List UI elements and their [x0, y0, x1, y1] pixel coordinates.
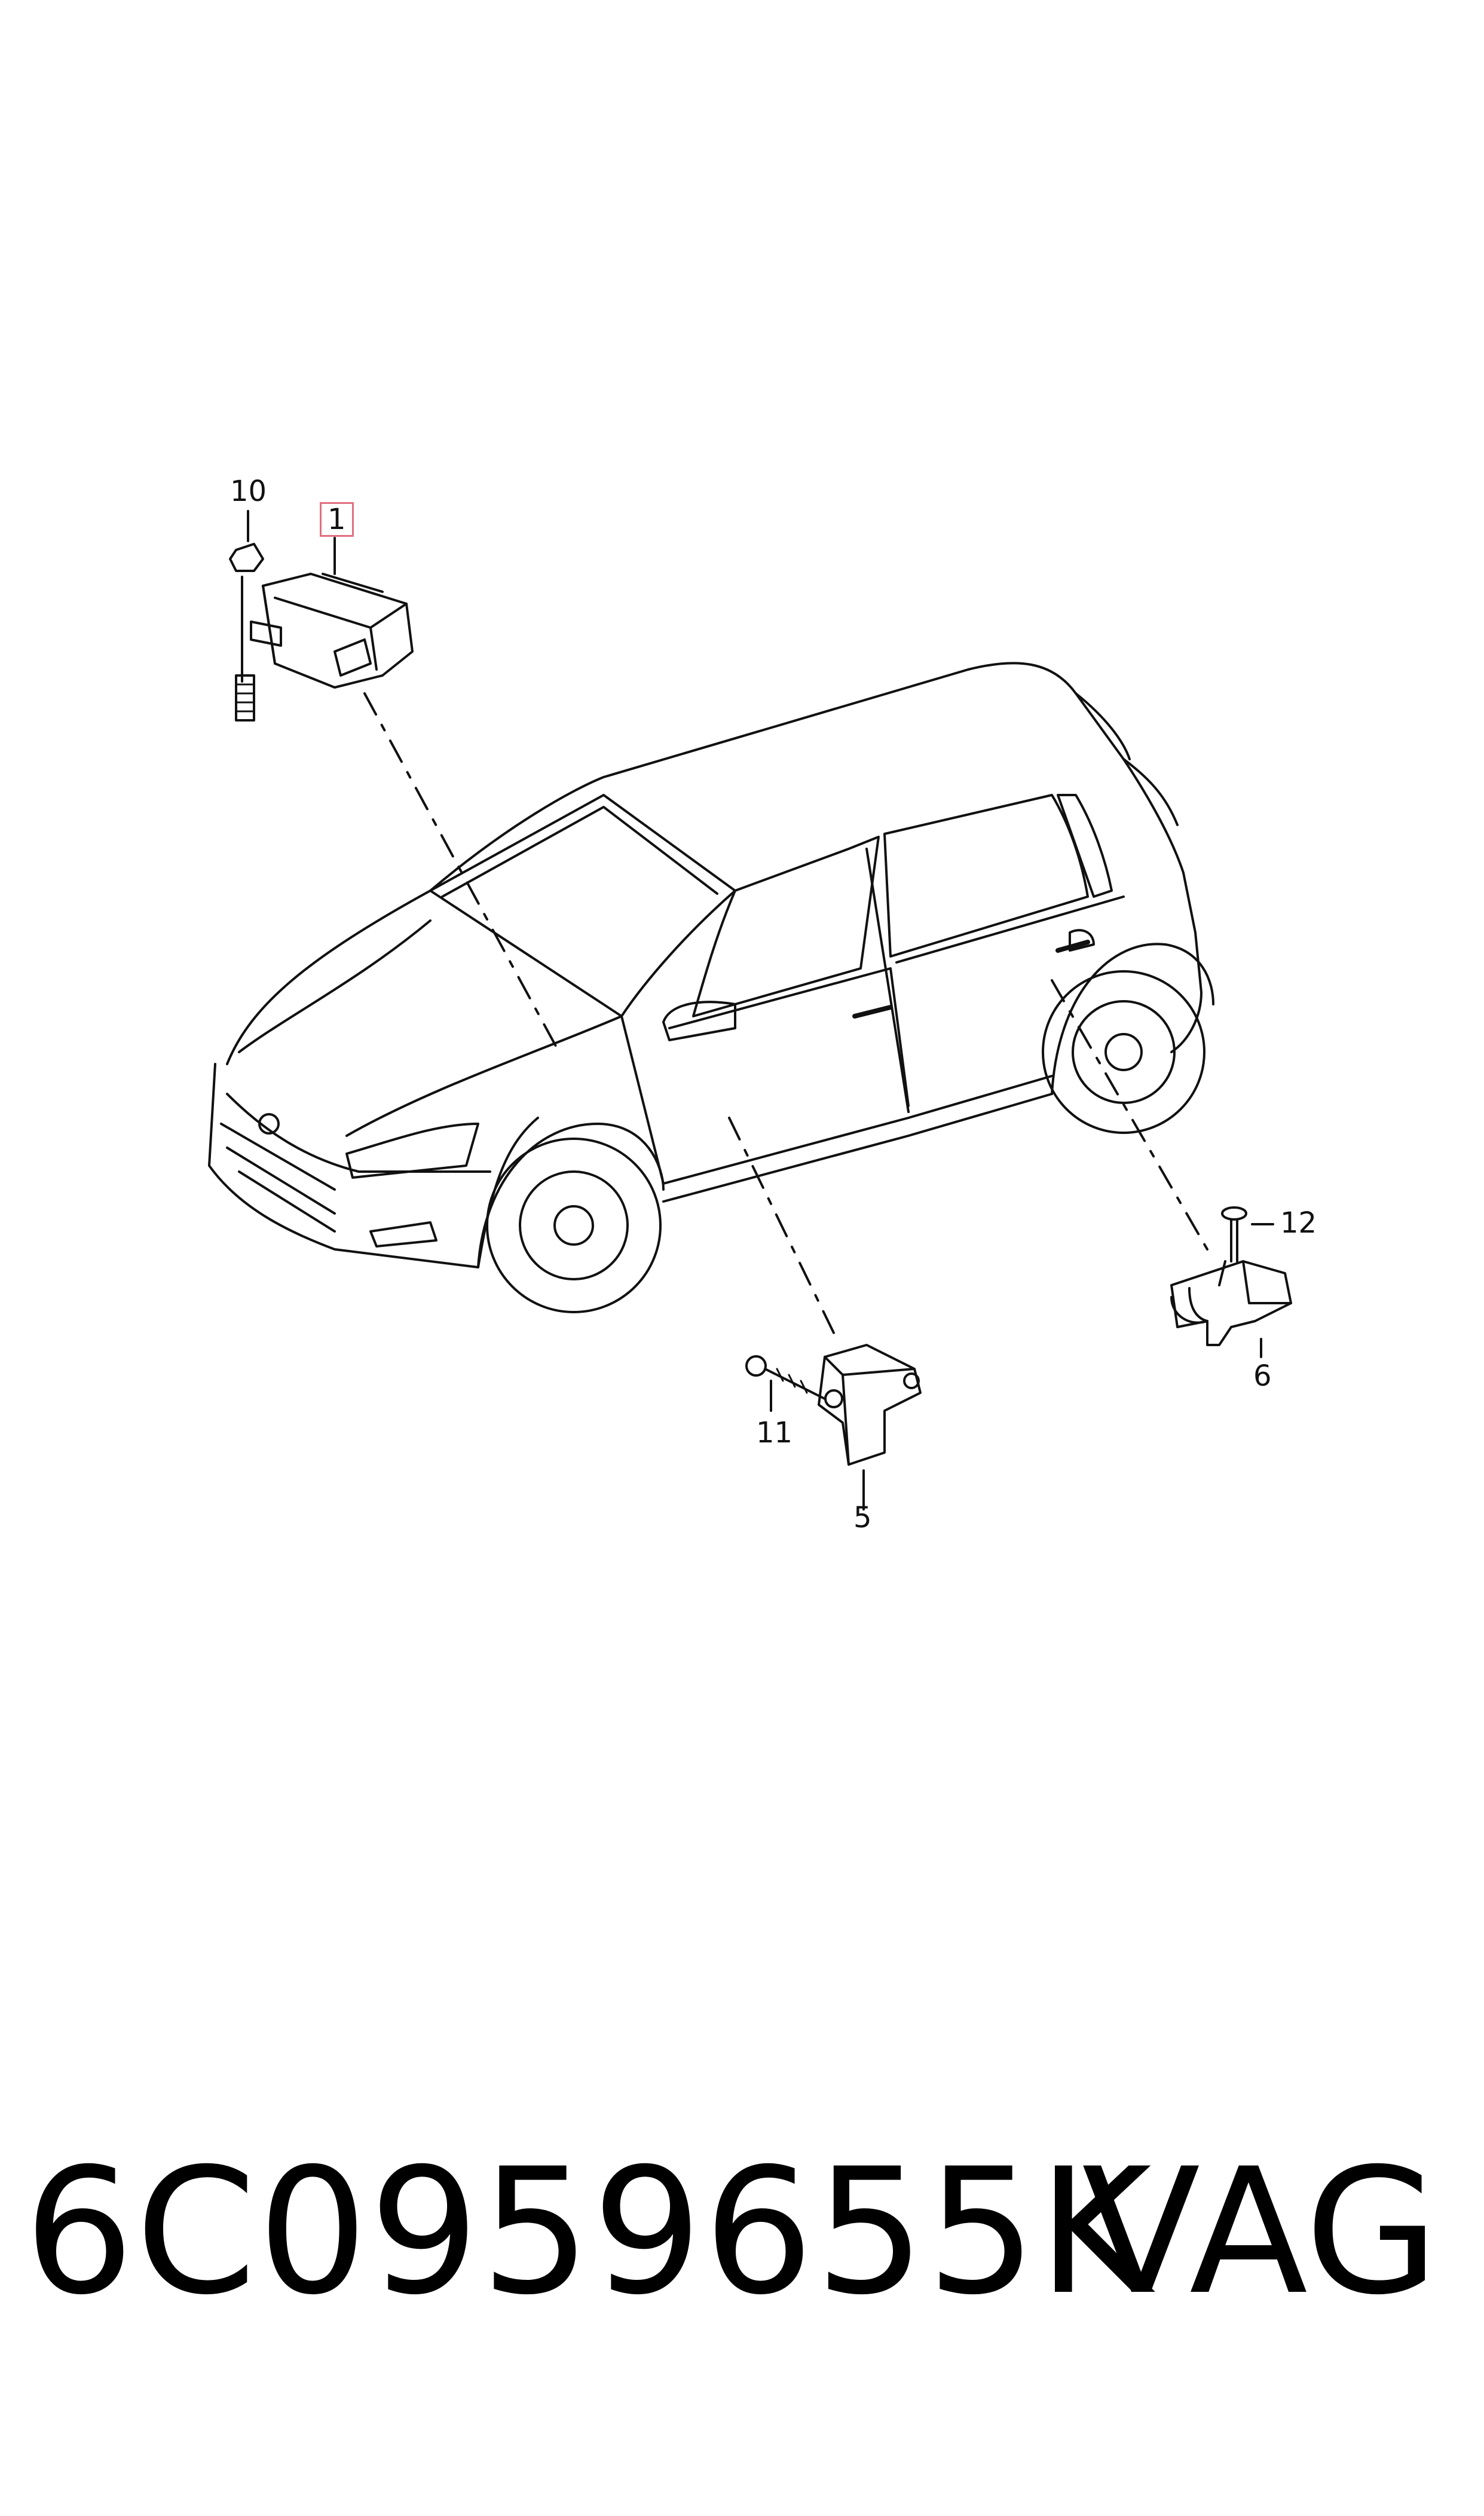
callout-1: 1 [320, 502, 354, 537]
screw-11 [745, 1355, 826, 1400]
crash-sensor-rear [1170, 1260, 1292, 1346]
nut-and-stud [229, 543, 264, 722]
car-illustration [208, 662, 1214, 1313]
callout-6: 6 [1253, 1359, 1272, 1393]
callout-5: 5 [853, 1501, 872, 1534]
callout-12: 12 [1280, 1206, 1317, 1240]
airbag-control-unit [250, 573, 414, 689]
parts-diagram [208, 510, 1292, 1511]
crash-sensor-front [818, 1344, 922, 1466]
callout-11: 11 [756, 1416, 793, 1450]
callout-10: 10 [230, 475, 267, 508]
brand-label: VAG [1082, 2132, 1439, 2333]
screw-12 [1221, 1206, 1247, 1262]
part-number: 6C0959655K [24, 2132, 1153, 2333]
